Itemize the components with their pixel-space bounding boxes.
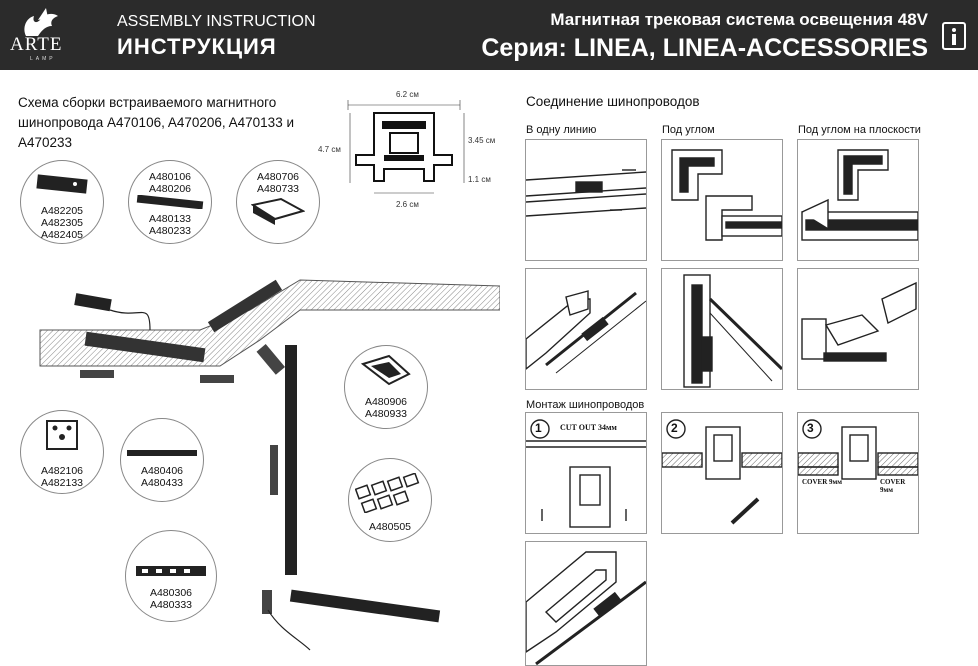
- callout-driver: A482205 A482305 A482405: [20, 160, 104, 244]
- track-icon: [136, 195, 204, 209]
- panel-connector-install: [525, 541, 647, 666]
- code-c8-a: A480306: [149, 587, 193, 599]
- panel-step-1: 1 CUT OUT 34мм: [525, 412, 647, 534]
- code-c5-a: A482106: [40, 465, 84, 477]
- col-flat-angle-label: Под углом на плоскости: [798, 124, 921, 136]
- profile-cross-section: [347, 100, 465, 194]
- callout-flat-corner: A480906 A480933: [344, 345, 428, 429]
- panel-angle-1: [661, 139, 783, 261]
- end-cap-icon: [46, 420, 78, 450]
- callout-end-cap: A482106 A482133: [20, 410, 104, 494]
- code-c2-b: A480206: [148, 183, 192, 195]
- title-russian: ИНСТРУКЦИЯ: [117, 34, 277, 59]
- info-icon: [942, 22, 966, 50]
- code-c3-b: A480733: [256, 183, 300, 195]
- col-inline-label: В одну линию: [526, 124, 597, 136]
- magnetic-lamp-icon: [136, 566, 206, 576]
- col-angle-label: Под углом: [662, 124, 715, 136]
- panel-step-2: 2: [661, 412, 783, 534]
- panel-step-3: 3 COVER 9мм COVER 9мм: [797, 412, 919, 534]
- flat-corner-icon: [360, 354, 411, 386]
- panel-flat-2: [797, 268, 919, 390]
- griffin-logo-icon: [24, 8, 59, 36]
- dim-width-bottom: 2.6 см: [396, 200, 419, 209]
- mounting-clips-icon: [355, 473, 420, 513]
- dim-height-right-top: 3.45 см: [468, 136, 496, 145]
- code-c7-a: A480505: [368, 521, 412, 533]
- dim-height-left: 4.7 см: [318, 145, 341, 154]
- code-c2-a: A480106: [148, 171, 192, 183]
- code-c2-d: A480233: [148, 225, 192, 237]
- code-c3-a: A480706: [256, 171, 300, 183]
- code-c4-a: A480906: [364, 396, 408, 408]
- step-2-number: 2: [671, 421, 678, 435]
- cover-label-right: COVER 9мм: [880, 478, 906, 494]
- code-c2-c: A480133: [148, 213, 192, 225]
- cover-label-left: COVER 9мм: [802, 478, 843, 486]
- product-line: Магнитная трековая система освещения 48V: [550, 10, 928, 29]
- panel-inline-1: [525, 139, 647, 261]
- dim-height-right-bottom: 1.1 см: [468, 175, 491, 184]
- code-c1-a: A482205: [40, 205, 84, 217]
- code-c6-b: A480433: [140, 477, 184, 489]
- code-c5-b: A482133: [40, 477, 84, 489]
- cut-out-label: CUT OUT 34мм: [560, 423, 617, 432]
- logo-subtitle: LAMP: [30, 56, 56, 62]
- callout-corner: A480706 A480733: [236, 160, 320, 244]
- code-c1-b: A482305: [40, 217, 84, 229]
- callout-clips: A480505: [348, 458, 432, 542]
- step-3-number: 3: [807, 421, 814, 435]
- series-title: Серия: LINEA, LINEA-ACCESSORIES: [481, 34, 928, 62]
- code-c6-a: A480406: [140, 465, 184, 477]
- code-c1-c: A482405: [40, 229, 84, 241]
- straight-connector-icon: [127, 450, 197, 456]
- driver-icon: [36, 174, 88, 194]
- callout-track: A480106 A480206 A480133 A480233: [128, 160, 212, 244]
- corner-connector-icon: [251, 197, 305, 225]
- title-english: ASSEMBLY INSTRUCTION: [117, 13, 316, 30]
- mounting-title: Монтаж шинопроводов: [526, 399, 645, 411]
- code-c8-b: A480333: [149, 599, 193, 611]
- step-1-number: 1: [535, 421, 542, 435]
- panel-inline-2: [525, 268, 647, 390]
- assembly-main-drawing: [39, 279, 500, 651]
- header-bar: ARTE LAMP ASSEMBLY INSTRUCTION ИНСТРУКЦИ…: [0, 0, 978, 70]
- dim-width-top: 6.2 см: [396, 90, 419, 99]
- code-c4-b: A480933: [364, 408, 408, 420]
- panel-angle-2: [661, 268, 783, 390]
- callout-lamp: A480306 A480333: [125, 530, 217, 622]
- connection-title: Соединение шинопроводов: [526, 94, 700, 109]
- logo-wordmark: ARTE: [10, 34, 63, 55]
- callout-connector: A480406 A480433: [120, 418, 204, 502]
- panel-flat-1: [797, 139, 919, 261]
- assembly-scheme-title: Схема сборки встраиваемого магнитного ши…: [18, 95, 294, 150]
